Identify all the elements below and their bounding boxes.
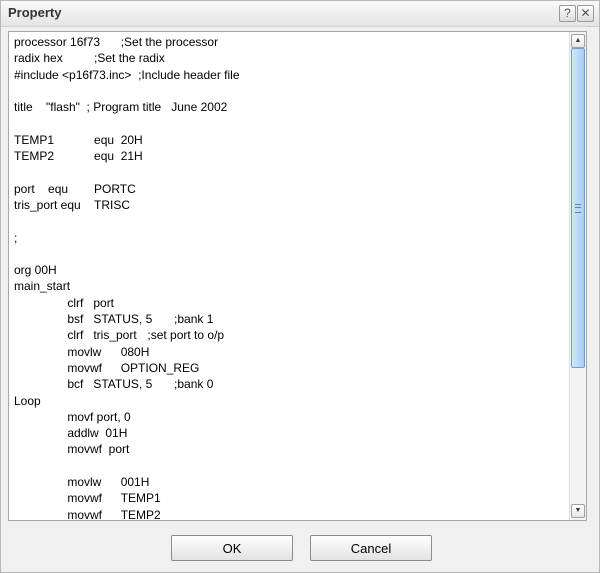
code-line: bsf STATUS, 5 ;bank 1 — [14, 312, 214, 327]
code-line: bcf STATUS, 5 ;bank 0 — [14, 377, 214, 392]
code-line: movwf OPTION_REG — [14, 360, 200, 375]
cancel-button[interactable]: Cancel — [310, 535, 432, 561]
scrollbar-thumb[interactable] — [571, 48, 585, 368]
code-line: main_start — [14, 279, 71, 294]
code-line: port equ PORTC — [14, 181, 136, 196]
code-line: TEMP2 equ 21H — [14, 149, 143, 164]
code-line: ; — [14, 230, 18, 245]
code-line: movwf port — [14, 442, 130, 457]
arrow-up-icon: ▲ — [574, 37, 582, 44]
vertical-scrollbar[interactable]: ▲ ▼ — [569, 32, 586, 520]
title-bar[interactable]: Property ? ✕ — [1, 1, 599, 27]
question-icon: ? — [564, 6, 571, 20]
code-line: processor 16f73 ;Set the processor — [14, 35, 219, 49]
code-line: addlw 01H — [14, 426, 128, 441]
dialog-title: Property — [8, 5, 62, 20]
code-line: radix hex ;Set the radix — [14, 51, 165, 66]
code-line: TEMP1 equ 20H — [14, 132, 143, 147]
code-line: tris_port equ TRISC — [14, 197, 131, 212]
arrow-down-icon: ▼ — [574, 507, 582, 514]
code-line: clrf tris_port ;set port to o/p — [14, 328, 225, 343]
code-line: Loop — [14, 393, 41, 408]
code-line: movf port, 0 — [14, 409, 131, 424]
help-button[interactable]: ? — [559, 5, 576, 22]
property-text-area[interactable]: processor 16f73 ;Set the processor radix… — [8, 31, 587, 521]
scroll-up-button[interactable]: ▲ — [571, 34, 585, 48]
close-button[interactable]: ✕ — [577, 5, 594, 22]
code-line: movlw 080H — [14, 344, 150, 359]
code-line: title "flash" ; Program title June 2002 — [14, 100, 228, 115]
grip-icon — [575, 204, 581, 213]
code-line: movwf TEMP1 — [14, 491, 161, 506]
scroll-down-button[interactable]: ▼ — [571, 504, 585, 518]
close-icon: ✕ — [580, 6, 591, 20]
code-text[interactable]: processor 16f73 ;Set the processor radix… — [14, 34, 569, 521]
code-line: movwf TEMP2 — [14, 507, 161, 521]
code-line: #include <p16f73.inc> ;Include header fi… — [14, 67, 240, 82]
code-line: clrf port — [14, 295, 115, 310]
code-line: movlw 001H — [14, 475, 150, 490]
code-line: org 00H — [14, 263, 57, 278]
ok-button[interactable]: OK — [171, 535, 293, 561]
